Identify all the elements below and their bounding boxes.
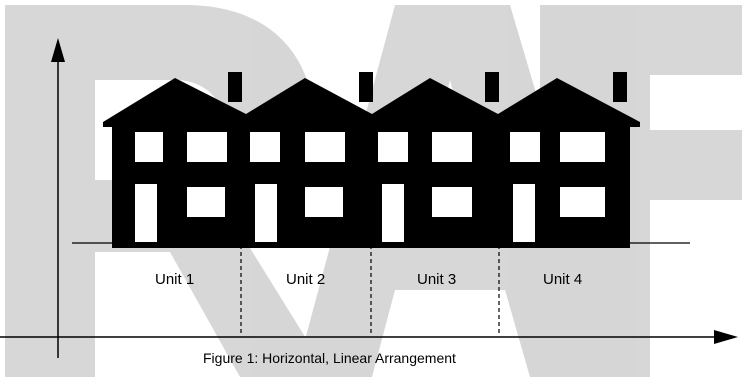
window-1 — [135, 132, 163, 162]
window-2 — [187, 132, 227, 162]
window-11 — [432, 187, 472, 217]
chimney-2 — [359, 72, 373, 102]
window-8 — [560, 132, 605, 162]
window-5 — [378, 132, 408, 162]
chimney-4 — [613, 72, 627, 102]
chimney-1 — [228, 72, 242, 102]
window-10 — [305, 187, 343, 217]
axes — [0, 38, 738, 358]
window-4 — [305, 132, 345, 162]
y-axis-arrow-icon — [51, 38, 65, 62]
window-9 — [187, 187, 225, 217]
door-1 — [135, 184, 157, 242]
window-7 — [510, 132, 540, 162]
unit-label-4: Unit 4 — [543, 271, 582, 288]
window-6 — [432, 132, 472, 162]
unit-label-3: Unit 3 — [417, 271, 456, 288]
x-axis-arrow-icon — [714, 330, 738, 344]
houses-silhouette — [103, 78, 640, 248]
terraced-houses — [103, 72, 640, 248]
window-12 — [560, 187, 605, 217]
door-3 — [382, 184, 404, 242]
chimney-3 — [485, 72, 499, 102]
window-3 — [250, 132, 280, 162]
unit-dividers — [240, 245, 500, 336]
unit-label-1: Unit 1 — [155, 271, 194, 288]
door-2 — [255, 184, 277, 242]
unit-labels: Unit 1 Unit 2 Unit 3 Unit 4 — [155, 271, 582, 288]
figure-caption: Figure 1: Horizontal, Linear Arrangement — [203, 350, 456, 366]
unit-label-2: Unit 2 — [286, 271, 325, 288]
door-4 — [513, 184, 535, 242]
